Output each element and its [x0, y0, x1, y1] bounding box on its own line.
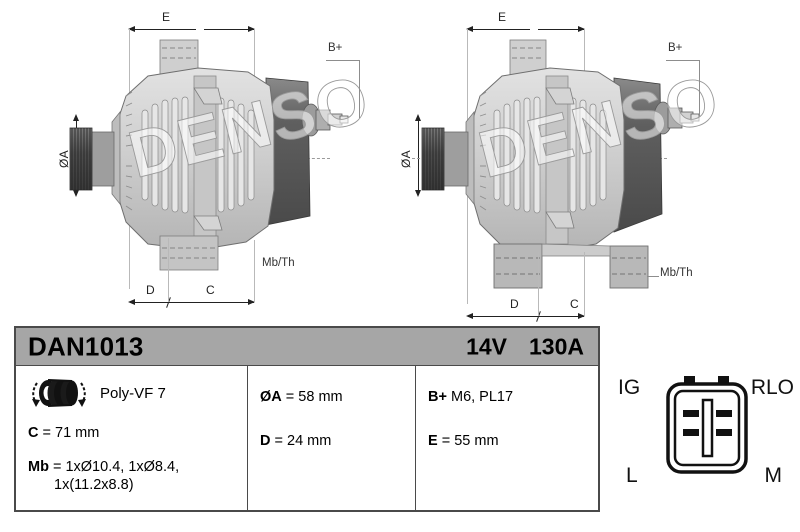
dimension-label-e-right: E: [498, 10, 507, 24]
callout-label-bplus-left: B+: [328, 42, 343, 54]
spec-line-e: E = 55 mm: [428, 432, 598, 450]
extension-line-e-end: [254, 29, 255, 89]
spec-eq-mb: =: [48, 459, 66, 476]
callout-leader-bplus-left-h: [326, 60, 360, 61]
dimension-line-e-left: [130, 29, 196, 30]
extension-line-c-end: [254, 240, 255, 302]
dimension-line-dc-right: [468, 316, 584, 317]
dimension-line-e-right-2: [538, 29, 584, 30]
callout-leader-mounting-right: [647, 276, 659, 277]
arrow-left-d: [128, 298, 135, 305]
spec-value-mb: 1xØ10.4, 1xØ8.4,: [65, 459, 180, 476]
voltage-value: 14V: [466, 333, 508, 359]
arrow-left-e-right: [466, 25, 473, 32]
spec-line-bplus: B+ M6, PL17: [428, 388, 598, 406]
pulley-rotation-icon: [32, 379, 86, 407]
spec-value-c: 71 mm: [55, 425, 100, 441]
technical-drawings-area: E ØA: [8, 0, 788, 322]
callout-label-mounting-right: Mb/Th: [660, 267, 693, 279]
arrow-right-c-right: [578, 312, 585, 319]
specification-table: DAN1013 14V 130A: [14, 326, 600, 512]
extension-line-e-right-end: [584, 29, 585, 87]
connector-terminal-rlo: RLO: [750, 376, 794, 399]
arrow-left-e: [128, 25, 135, 32]
spec-eq-d: =: [270, 433, 288, 450]
dimension-line-e-right: [468, 29, 530, 30]
dimension-line-e-left-2: [204, 29, 254, 30]
extension-line-dc-right-mid: [538, 252, 539, 316]
dimension-line-diameter-a-right: [418, 120, 419, 195]
spec-label-e: E: [428, 433, 438, 450]
extension-line-c-right-end: [584, 252, 585, 316]
arrow-right-c: [248, 298, 255, 305]
spec-line-d: D = 24 mm: [260, 432, 415, 450]
spec-value-diameter-a: 58 mm: [298, 389, 343, 405]
belt-type-row: Poly-VF 7: [28, 376, 247, 410]
spec-label-c: C: [28, 425, 39, 441]
spec-line-mb: Mb = 1xØ10.4, 1xØ8.4, 1x(11.2x8.8): [28, 458, 247, 494]
spec-column-terminals: B+ M6, PL17 E = 55 mm: [416, 366, 598, 512]
electrical-rating: 14V 130A: [466, 333, 584, 360]
callout-leader-bplus-left-v: [359, 60, 360, 118]
callout-label-bplus-right: B+: [668, 42, 683, 54]
connector-terminal-m: M: [764, 464, 783, 487]
arrow-left-d-right: [466, 312, 473, 319]
spec-label-mb: Mb: [28, 459, 49, 476]
spec-line-diameter-a: ØA = 58 mm: [260, 388, 415, 406]
dimension-label-d-right: D: [510, 297, 519, 311]
connector-terminal-ig: IG: [618, 376, 641, 399]
spec-label-bplus: B+: [428, 389, 447, 405]
alternator-drawing-front-view: E ØA: [8, 0, 398, 320]
extension-line-dc-mid: [168, 238, 169, 302]
dimension-label-c-left: C: [206, 283, 215, 297]
spec-value-e: 55 mm: [454, 433, 499, 450]
alternator-drawing-mounting-view: E ØA: [398, 0, 788, 322]
spec-label-d: D: [260, 433, 271, 450]
arrow-right-e-right: [578, 25, 585, 32]
dimension-label-c-right: C: [570, 297, 579, 311]
spec-column-belt: Poly-VF 7 C = 71 mm Mb = 1xØ10.4, 1xØ8.4…: [16, 366, 248, 512]
connector-terminal-l: L: [626, 464, 638, 487]
spec-eq-c: =: [38, 425, 56, 441]
amperage-value: 130A: [529, 333, 584, 359]
callout-label-mounting-left: Mb/Th: [262, 257, 295, 269]
callout-leader-bplus-right-h: [666, 60, 700, 61]
arrow-up-diameter-a: [73, 114, 79, 121]
belt-type-label: Poly-VF 7: [100, 384, 166, 402]
spec-value-bplus: M6, PL17: [450, 389, 514, 405]
spec-line-c: C = 71 mm: [28, 424, 247, 442]
arrow-up-diameter-a-right: [415, 114, 421, 121]
spec-table-body: Poly-VF 7 C = 71 mm Mb = 1xØ10.4, 1xØ8.4…: [16, 366, 598, 512]
spec-value-mb-line2: 1x(11.2x8.8): [54, 477, 134, 494]
arrow-right-e: [248, 25, 255, 32]
spec-eq-diameter-a: =: [281, 389, 299, 405]
spec-table-header: DAN1013 14V 130A: [16, 328, 598, 366]
callout-leader-bplus-right-v: [699, 60, 700, 116]
alternator-body-front: DENSO: [69, 39, 377, 271]
spec-column-dimensions: ØA = 58 mm D = 24 mm: [248, 366, 416, 512]
arrow-down-diameter-a-right: [415, 190, 421, 197]
spec-eq-e: =: [437, 433, 455, 450]
dimension-label-e-left: E: [162, 10, 171, 24]
arrow-down-diameter-a: [73, 190, 79, 197]
part-number: DAN1013: [28, 331, 144, 361]
spec-label-diameter-a: ØA: [260, 389, 282, 405]
spec-value-d: 24 mm: [287, 433, 332, 450]
alternator-body-mounting: DENSO: [421, 39, 727, 289]
dimension-line-dc-left: [130, 302, 254, 303]
connector-diagram: IG RLO L M: [616, 372, 794, 490]
connector-housing-icon: [666, 376, 748, 474]
dimension-label-d-left: D: [146, 283, 155, 297]
